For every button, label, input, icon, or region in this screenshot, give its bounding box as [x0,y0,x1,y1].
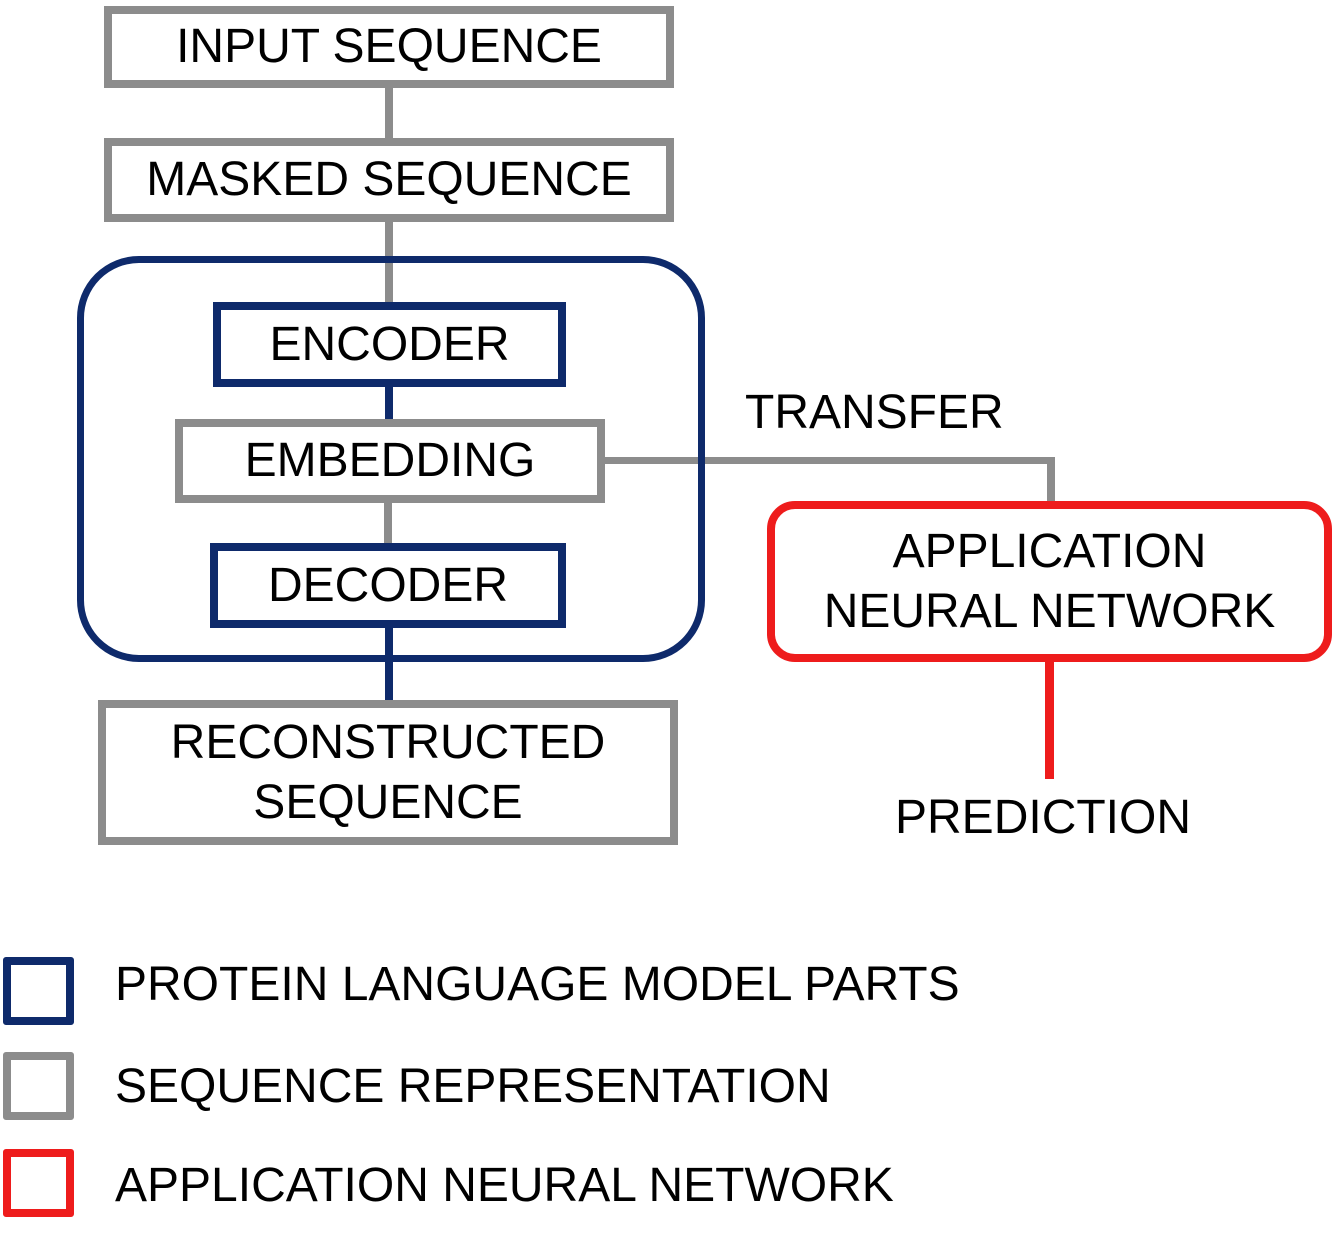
legend-swatch-sequence-representation [3,1052,74,1120]
masked-sequence-box: MASKED SEQUENCE [104,138,674,222]
connector-application-to-prediction [1045,657,1054,779]
legend-label-sequence-representation: SEQUENCE REPRESENTATION [115,1060,831,1113]
protein-language-model-frame [77,256,705,662]
connector-decoder-to-reconstructed [385,624,393,704]
connector-encoder-to-embedding [385,383,393,423]
legend-swatch-protein-language-model [3,957,74,1025]
embedding-label: EMBEDDING [244,434,536,487]
embedding-box: EMBEDDING [175,419,605,503]
transfer-label: TRANSFER [745,386,1004,439]
decoder-label: DECODER [267,558,509,612]
reconstructed-sequence-label-line-2: SEQUENCE [253,775,523,829]
legend-swatch-application-neural-network [3,1149,74,1217]
input-sequence-label: INPUT SEQUENCE [176,20,602,73]
encoder-label: ENCODER [269,317,510,371]
connector-embedding-transfer-vertical [1047,457,1055,507]
reconstructed-sequence-label-line-1: RECONSTRUCTED [170,715,606,769]
decoder-box: DECODER [210,543,566,628]
input-sequence-box: INPUT SEQUENCE [104,6,674,88]
prediction-label: PREDICTION [895,791,1192,844]
masked-sequence-label: MASKED SEQUENCE [146,153,632,206]
legend-label-application-neural-network: APPLICATION NEURAL NETWORK [115,1159,894,1212]
connector-embedding-transfer-horizontal [601,457,1055,464]
application-neural-network-label-line-1: APPLICATION [892,524,1207,578]
connector-embedding-to-decoder [384,499,392,547]
reconstructed-sequence-box: RECONSTRUCTED SEQUENCE [98,700,678,845]
application-neural-network-label-line-2: NEURAL NETWORK [823,584,1276,638]
legend-label-protein-language-model: PROTEIN LANGUAGE MODEL PARTS [115,958,960,1011]
application-neural-network-box: APPLICATION NEURAL NETWORK [767,501,1332,662]
connector-input-to-masked [385,86,393,142]
encoder-box: ENCODER [213,302,566,387]
